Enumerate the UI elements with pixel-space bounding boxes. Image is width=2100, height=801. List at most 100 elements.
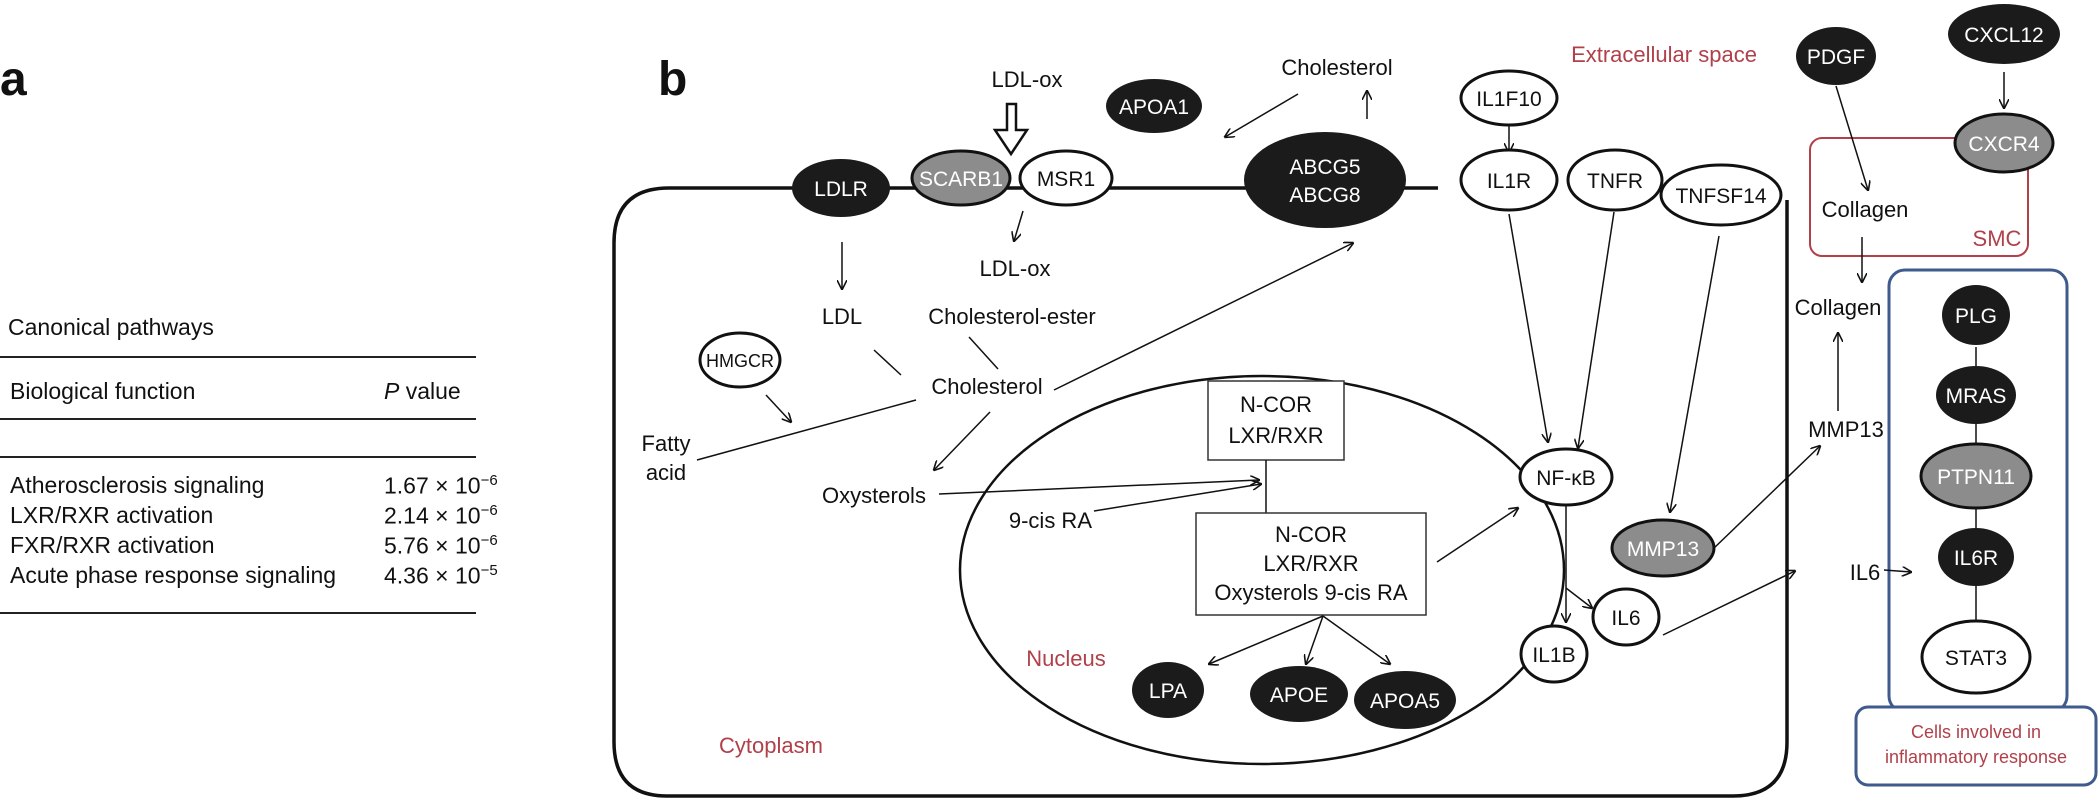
svg-text:HMGCR: HMGCR xyxy=(706,351,774,371)
mras-node: MRAS xyxy=(1936,366,2016,424)
nucleus xyxy=(958,374,1566,766)
table-rule-header xyxy=(0,418,476,420)
table-row: FXR/RXR activation 5.76 × 10−6 xyxy=(10,532,498,562)
svg-text:IL1B: IL1B xyxy=(1532,644,1575,667)
table-rule-top xyxy=(0,356,476,358)
nucleus-label: Nucleus xyxy=(1026,646,1105,671)
plg-node: PLG xyxy=(1942,285,2010,345)
ncor-box1-line2: LXR/RXR xyxy=(1228,423,1323,448)
cholesterol-ester-label: Cholesterol-ester xyxy=(928,304,1096,329)
row-p-value: 2.14 × 10−6 xyxy=(384,502,498,529)
ldl-ox-inner-label: LDL-ox xyxy=(980,256,1051,281)
smc-label: SMC xyxy=(1973,226,2022,251)
panel-letter-b: b xyxy=(658,53,688,106)
row-name: LXR/RXR activation xyxy=(10,502,214,528)
svg-text:PTPN11: PTPN11 xyxy=(1937,466,2015,489)
pdgf-node: PDGF xyxy=(1796,27,1876,85)
svg-text:STAT3: STAT3 xyxy=(1945,647,2007,670)
scarb1-node: SCARB1 xyxy=(910,149,1012,207)
apoa5-node: APOA5 xyxy=(1354,671,1456,729)
ldl-ox-hollow-arrow xyxy=(992,102,1030,157)
il1r-node: IL1R xyxy=(1459,148,1559,212)
msr1-node: MSR1 xyxy=(1018,149,1114,207)
nfkb-node: NF-κB xyxy=(1518,447,1614,507)
ldl-label: LDL xyxy=(822,304,862,329)
svg-text:TNFR: TNFR xyxy=(1587,170,1643,193)
mmp13-node: MMP13 xyxy=(1610,518,1716,578)
column-header-p-value: P value xyxy=(384,378,461,405)
il1f10-node: IL1F10 xyxy=(1459,69,1559,127)
tnfr-node: TNFR xyxy=(1566,148,1664,212)
svg-text:IL6: IL6 xyxy=(1611,607,1640,630)
il6r-node: IL6R xyxy=(1938,528,2014,586)
il6-out-label: IL6 xyxy=(1850,560,1881,585)
svg-text:MSR1: MSR1 xyxy=(1037,168,1095,191)
svg-text:ABCG8: ABCG8 xyxy=(1289,184,1360,207)
svg-text:APOA5: APOA5 xyxy=(1370,690,1440,713)
cholesterol-out-label: Cholesterol xyxy=(1281,55,1392,80)
ldlr-node: LDLR xyxy=(792,159,890,217)
apoe-node: APOE xyxy=(1250,666,1348,722)
lpa-node: LPA xyxy=(1132,662,1204,718)
row-p-value: 4.36 × 10−5 xyxy=(384,562,498,589)
hmgcr-node: HMGCR xyxy=(698,331,782,389)
cxcr4-node: CXCR4 xyxy=(1953,112,2055,174)
abcg5-abcg8-node: ABCG5 ABCG8 xyxy=(1244,132,1406,228)
ldl-ox-top-label: LDL-ox xyxy=(992,67,1063,92)
nine-cis-ra-label: 9-cis RA xyxy=(1009,508,1092,533)
apoa1-node: APOA1 xyxy=(1106,79,1202,133)
tnfsf14-node: TNFSF14 xyxy=(1659,163,1783,227)
svg-text:IL6R: IL6R xyxy=(1954,547,1998,570)
ncor-lxr-box xyxy=(1207,380,1345,461)
inflammatory-label-box xyxy=(1854,705,2098,787)
table-caption: Canonical pathways xyxy=(8,314,214,340)
svg-text:ABCG5: ABCG5 xyxy=(1289,156,1360,179)
row-p-value: 5.76 × 10−6 xyxy=(384,532,498,559)
ptpn11-node: PTPN11 xyxy=(1919,442,2033,510)
table-row: Acute phase response signaling 4.36 × 10… xyxy=(10,562,498,592)
mmp13-out-label: MMP13 xyxy=(1808,417,1884,442)
row-name: Atherosclerosis signaling xyxy=(10,472,265,498)
fatty-acid-label-line1: Fatty xyxy=(642,431,691,456)
svg-text:CXCR4: CXCR4 xyxy=(1968,133,2040,156)
panel-letter-a: a xyxy=(0,53,27,106)
cell-membrane xyxy=(612,186,1789,798)
inflammatory-label-line2: inflammatory response xyxy=(1885,747,2067,767)
svg-text:MRAS: MRAS xyxy=(1946,385,2007,408)
fatty-acid-label-line2: acid xyxy=(646,460,686,485)
svg-text:PDGF: PDGF xyxy=(1807,46,1865,69)
row-name: Acute phase response signaling xyxy=(10,562,337,588)
svg-text:LDLR: LDLR xyxy=(814,178,868,201)
ncor-complex-box xyxy=(1195,512,1427,616)
table-row: LXR/RXR activation 2.14 × 10−6 xyxy=(10,502,498,532)
collagen-out-label: Collagen xyxy=(1795,295,1882,320)
svg-text:IL1F10: IL1F10 xyxy=(1476,88,1541,111)
il6-node: IL6 xyxy=(1591,587,1661,647)
column-header-function: Biological function xyxy=(10,378,196,404)
il1b-node: IL1B xyxy=(1519,624,1589,684)
ncor-box2-line1: N-COR xyxy=(1275,522,1347,547)
svg-text:TNFSF14: TNFSF14 xyxy=(1675,185,1766,208)
svg-text:MMP13: MMP13 xyxy=(1627,538,1699,561)
row-p-value: 1.67 × 10−6 xyxy=(384,472,498,499)
extracellular-space-label: Extracellular space xyxy=(1571,42,1757,67)
oxysterols-label: Oxysterols xyxy=(822,483,926,508)
table-row: Atherosclerosis signaling 1.67 × 10−6 xyxy=(10,472,498,502)
table-rule-bottom xyxy=(0,612,476,614)
ncor-box2-line2: LXR/RXR xyxy=(1263,551,1358,576)
svg-text:NF-κB: NF-κB xyxy=(1536,467,1596,490)
svg-text:SCARB1: SCARB1 xyxy=(919,168,1003,191)
ncor-box2-line3: Oxysterols 9-cis RA xyxy=(1214,580,1407,605)
cholesterol-label: Cholesterol xyxy=(931,374,1042,399)
stat3-node: STAT3 xyxy=(1920,619,2032,695)
svg-text:LPA: LPA xyxy=(1149,680,1187,703)
smc-box xyxy=(1809,137,2029,257)
ncor-box1-line1: N-COR xyxy=(1240,392,1312,417)
collagen-smc-label: Collagen xyxy=(1822,197,1909,222)
p-rest: value xyxy=(399,378,461,404)
inflammatory-label-line1: Cells involved in xyxy=(1911,722,2041,742)
svg-text:PLG: PLG xyxy=(1955,305,1997,328)
svg-text:IL1R: IL1R xyxy=(1487,170,1531,193)
svg-text:APOE: APOE xyxy=(1270,684,1328,707)
